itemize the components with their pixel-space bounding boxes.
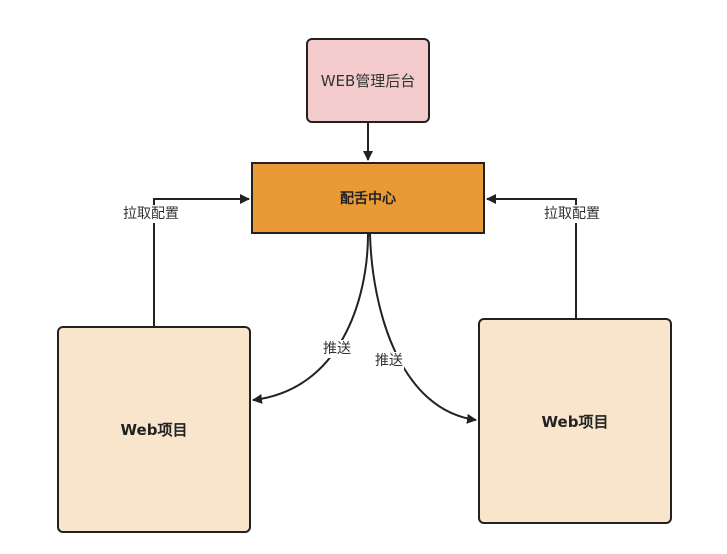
edge-push-right — [369, 233, 477, 424]
edge-label-push-right: 推送 — [374, 352, 404, 370]
node-web-project-left-label: Web项目 — [120, 421, 188, 439]
node-web-project-left[interactable]: Web项目 — [57, 326, 251, 533]
edge-label-push-left: 推送 — [322, 340, 352, 358]
edge-label-pull-right: 拉取配置 — [543, 205, 601, 223]
node-web-project-right-label: Web项目 — [541, 412, 609, 431]
node-web-project-right[interactable]: Web项目 — [478, 318, 672, 524]
node-config-center[interactable]: 配舌中心 — [251, 162, 485, 234]
edge-label-pull-left: 拉取配置 — [122, 205, 180, 223]
edge-pull-left — [153, 194, 250, 326]
node-config-center-label: 配舌中心 — [340, 191, 396, 207]
node-web-admin-label: WEB管理后台 — [320, 72, 416, 90]
edge-pull-right — [486, 194, 577, 318]
node-web-admin[interactable]: WEB管理后台 — [306, 38, 430, 123]
edge-push-left — [252, 233, 369, 404]
